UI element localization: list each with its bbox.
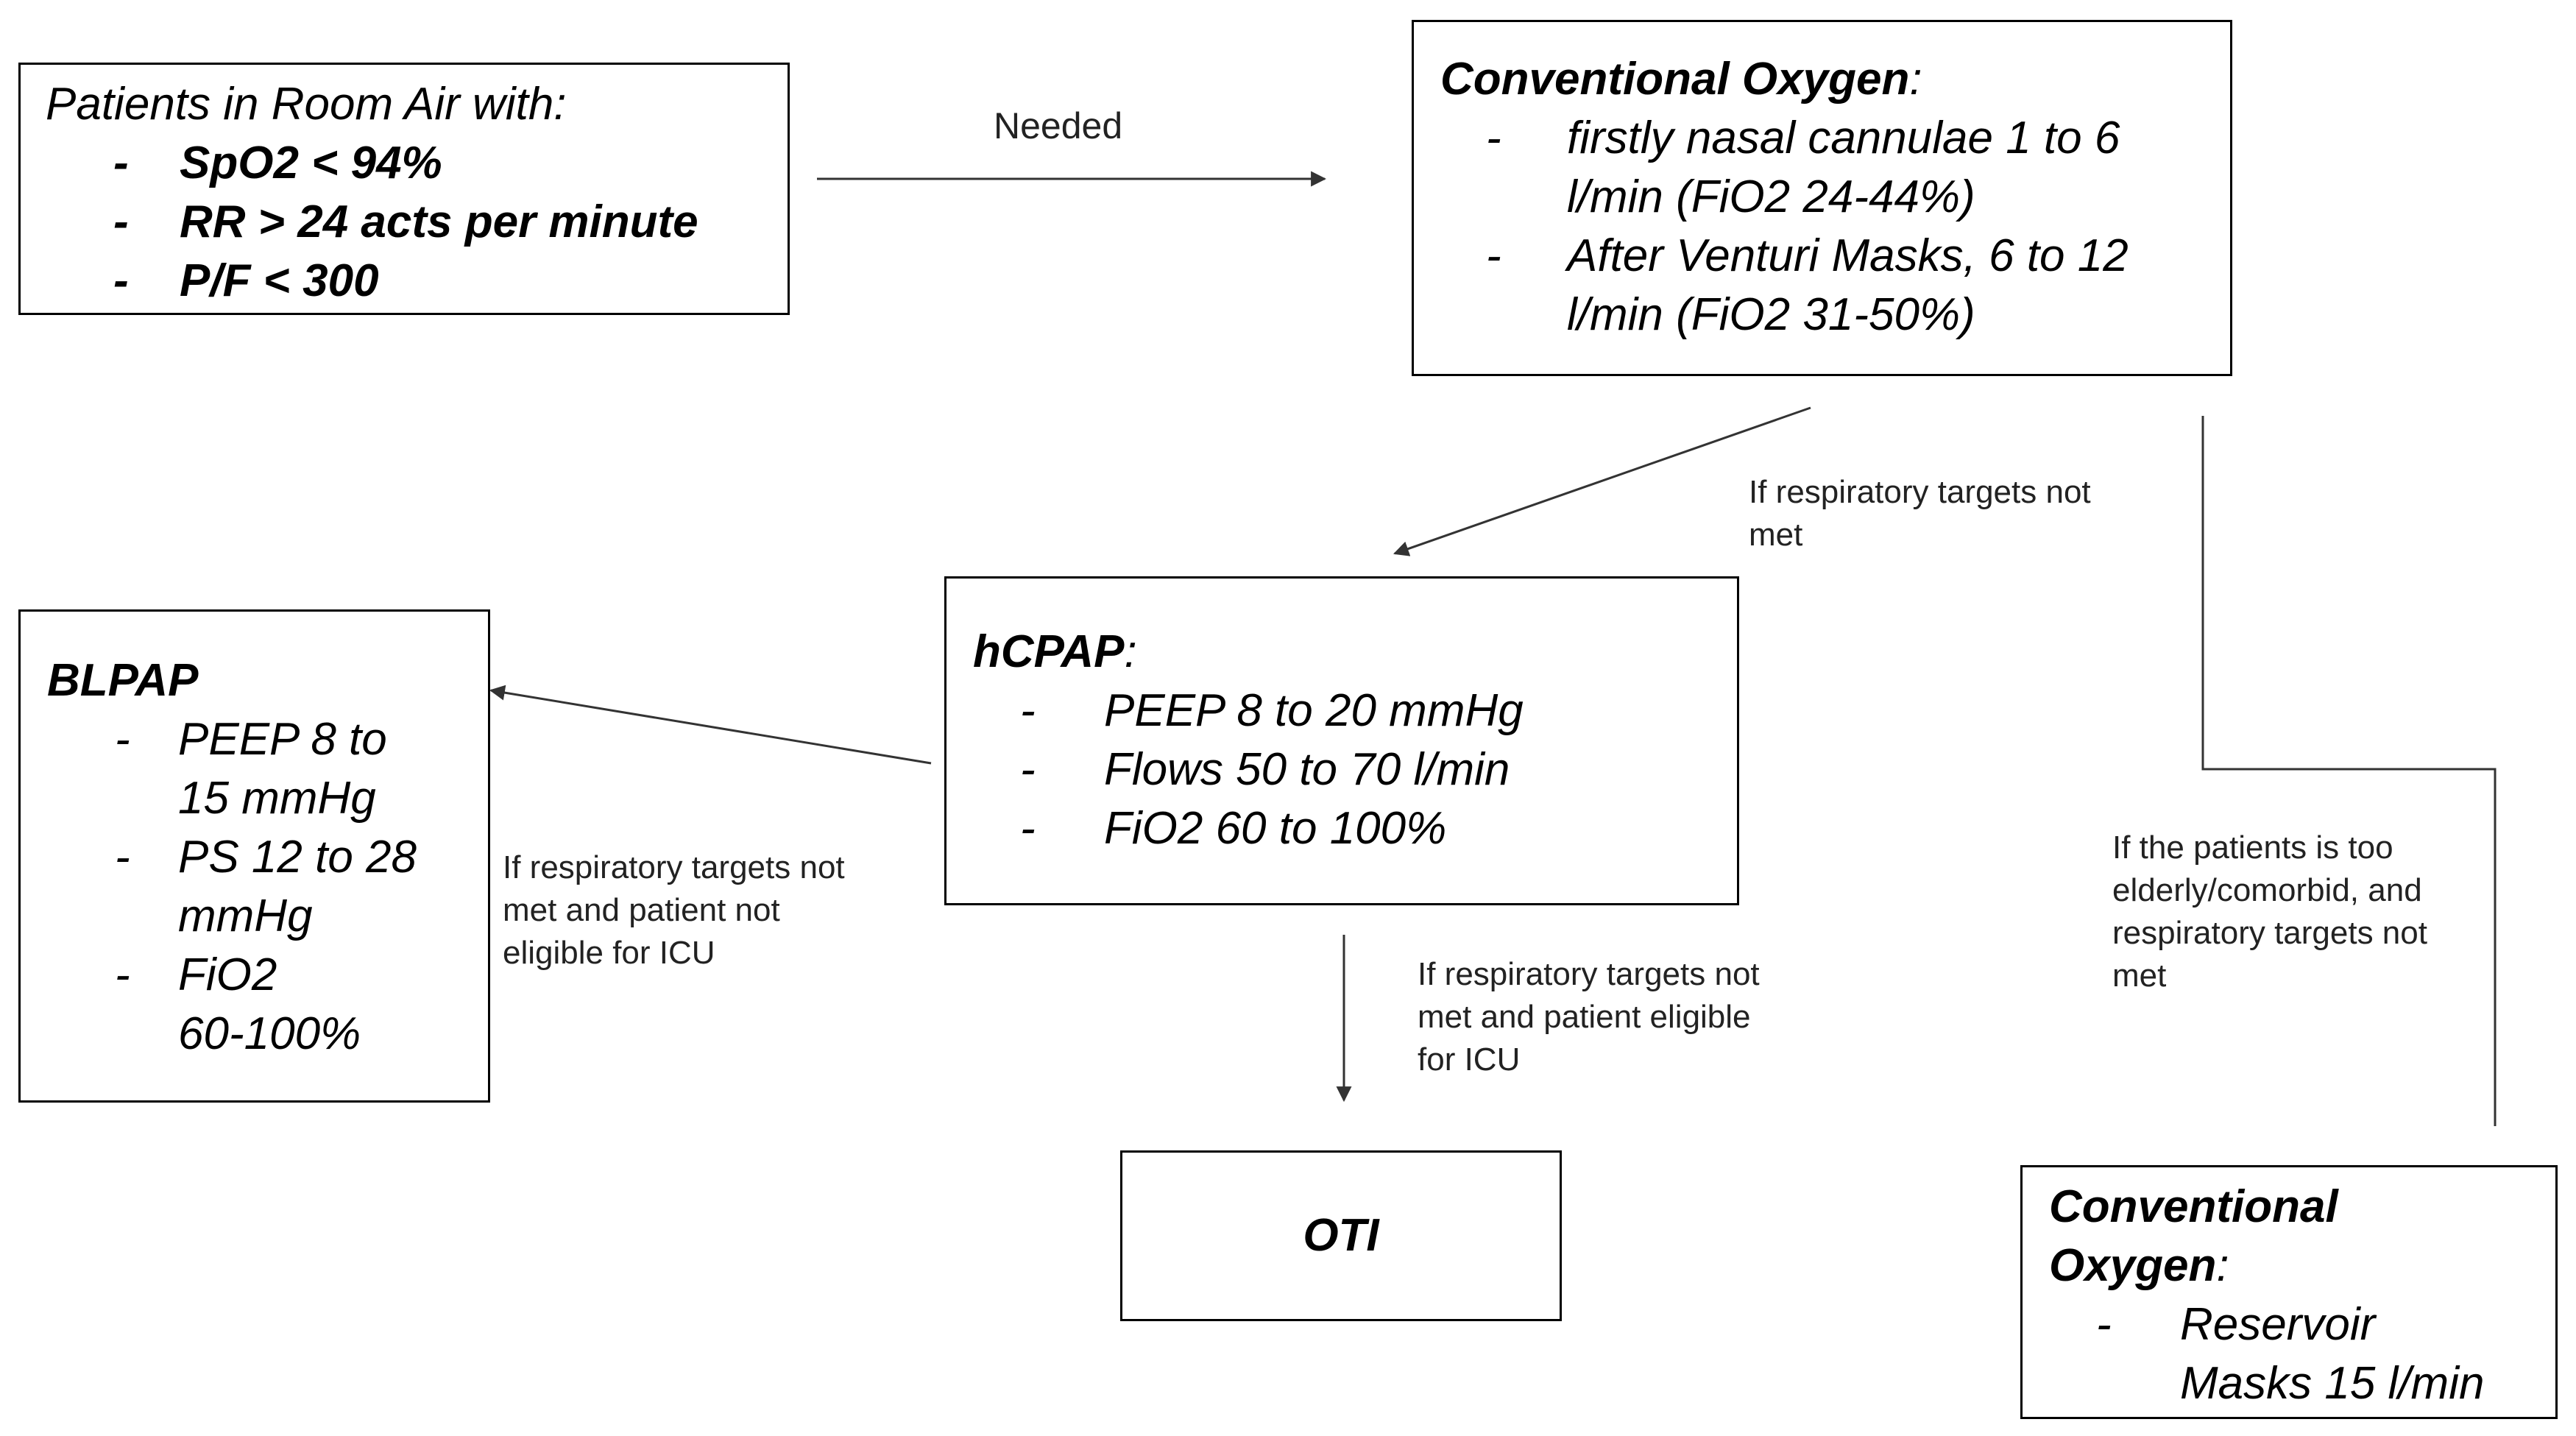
- list-item: -Flows 50 to 70 l/min: [1020, 744, 1510, 795]
- node-room-air-title: Patients in Room Air with:: [46, 79, 567, 130]
- list-item-continued: l/min (FiO2 24-44%): [1567, 171, 1975, 222]
- node-room-air: Patients in Room Air with: -SpO2 < 94% -…: [18, 63, 790, 315]
- edge-label-to-hcpap: If respiratory targets not met: [1749, 474, 2091, 553]
- arrow-to-hcpap: [1393, 406, 1811, 556]
- connector-to-reservoir: [2201, 416, 2497, 1126]
- node-reservoir-title-line2: Oxygen: [2049, 1240, 2217, 1291]
- arrow-to-blpap: [489, 685, 932, 765]
- node-oti: OTI: [1120, 1150, 1562, 1321]
- list-item-continued: mmHg: [178, 891, 313, 941]
- list-item: -After Venturi Masks, 6 to 12: [1486, 230, 2129, 281]
- list-item: -FiO2 60 to 100%: [1020, 803, 1447, 854]
- list-item-continued: 60-100%: [178, 1008, 361, 1059]
- list-item-continued: 15 mmHg: [178, 773, 376, 824]
- list-item: -P/F < 300: [113, 255, 379, 306]
- node-hcpap-title: hCPAP: [973, 626, 1125, 677]
- edge-label-to-oti: If respiratory targets not met and patie…: [1418, 956, 1760, 1078]
- edge-label-to-blpap: If respiratory targets not met and patie…: [503, 849, 845, 971]
- list-item: -PS 12 to 28: [115, 832, 417, 883]
- node-conventional-oxygen: Conventional Oxygen: -firstly nasal cann…: [1412, 20, 2232, 376]
- list-item: -firstly nasal cannulae 1 to 6: [1486, 113, 2120, 163]
- node-conventional-oxygen-title: Conventional Oxygen: [1440, 54, 1910, 105]
- list-item-continued: l/min (FiO2 31-50%): [1567, 289, 1975, 340]
- list-item: -PEEP 8 to: [115, 714, 387, 765]
- list-item: -RR > 24 acts per minute: [113, 197, 698, 247]
- list-item: -FiO2: [115, 949, 277, 1000]
- node-conventional-oxygen-reservoir: Conventional Oxygen: -Reservoir Masks 15…: [2020, 1165, 2558, 1419]
- node-reservoir-title-line1: Conventional: [2049, 1181, 2338, 1232]
- node-blpap-title: BLPAP: [47, 655, 199, 706]
- node-oti-title: OTI: [1303, 1210, 1379, 1261]
- list-item: -PEEP 8 to 20 mmHg: [1020, 685, 1524, 736]
- list-item-continued: Masks 15 l/min: [2180, 1358, 2485, 1409]
- list-item: -SpO2 < 94%: [113, 138, 442, 188]
- node-blpap: BLPAP -PEEP 8 to 15 mmHg -PS 12 to 28 mm…: [18, 609, 490, 1103]
- edge-label-needed: Needed: [994, 105, 1123, 146]
- list-item: -Reservoir: [2096, 1299, 2376, 1350]
- node-hcpap: hCPAP: -PEEP 8 to 20 mmHg -Flows 50 to 7…: [944, 576, 1739, 905]
- edge-label-to-reservoir: If the patients is too elderly/comorbid,…: [2112, 830, 2427, 994]
